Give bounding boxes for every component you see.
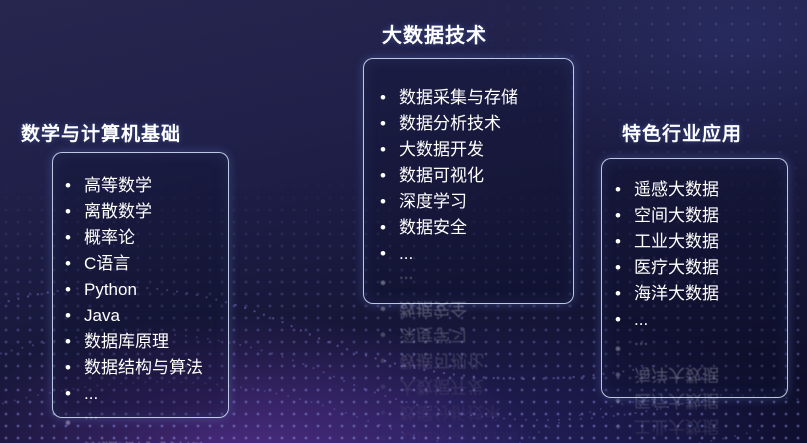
course-list-bigdata-technology: 数据采集与存储数据分析技术大数据开发数据可视化深度学习数据安全... — [378, 85, 565, 267]
course-list-math-cs-foundation: 高等数学离散数学概率论C语言PythonJava数据库原理数据结构与算法... — [63, 173, 220, 407]
course-list-industry-applications: 遥感大数据空间大数据工业大数据医疗大数据海洋大数据... — [613, 177, 779, 333]
list-item: 工业大数据 — [613, 229, 779, 255]
list-item: 空间大数据 — [613, 439, 779, 443]
panel-bigdata-technology: 大数据技术 数据采集与存储数据分析技术大数据开发数据可视化深度学习数据安全...… — [363, 25, 574, 443]
list-item: C语言 — [63, 251, 220, 277]
list-item: 数据安全 — [378, 295, 565, 321]
list-item: 深度学习 — [378, 189, 565, 215]
list-item: 遥感大数据 — [613, 177, 779, 203]
list-item: 数据采集与存储 — [378, 425, 565, 443]
column-title-bigdata-technology: 大数据技术 — [382, 25, 487, 47]
list-item: ... — [613, 335, 779, 361]
list-item: 数据分析技术 — [378, 399, 565, 425]
list-item: 高等数学 — [63, 173, 220, 199]
list-item: 数据可视化 — [378, 347, 565, 373]
list-item: ... — [378, 241, 565, 267]
list-item: 数据安全 — [378, 215, 565, 241]
course-list-reflection: 数据采集与存储数据分析技术大数据开发数据可视化深度学习数据安全... — [378, 269, 565, 443]
list-item: ... — [378, 269, 565, 295]
list-item: Java — [63, 303, 220, 329]
course-list-reflection: 遥感大数据空间大数据工业大数据医疗大数据海洋大数据... — [613, 335, 779, 443]
list-item: 海洋大数据 — [613, 361, 779, 387]
list-item: 大数据开发 — [378, 137, 565, 163]
column-title-math-cs-foundation: 数学与计算机基础 — [21, 124, 182, 145]
list-item: 海洋大数据 — [613, 281, 779, 307]
course-list-reflection: 高等数学离散数学概率论C语言PythonJava数据库原理数据结构与算法... — [63, 409, 220, 443]
column-title-industry-applications: 特色行业应用 — [622, 124, 743, 145]
list-item: 医疗大数据 — [613, 387, 779, 413]
panel-industry-applications: 特色行业应用 遥感大数据空间大数据工业大数据医疗大数据海洋大数据... 遥感大数… — [601, 124, 788, 436]
list-item: 数据采集与存储 — [378, 85, 565, 111]
list-item: 工业大数据 — [613, 413, 779, 439]
list-item: 数据结构与算法 — [63, 355, 220, 381]
list-item: 数据分析技术 — [378, 111, 565, 137]
list-item: ... — [63, 381, 220, 407]
list-item: 空间大数据 — [613, 203, 779, 229]
list-item: Python — [63, 277, 220, 303]
list-item: 离散数学 — [63, 199, 220, 225]
list-item: ... — [63, 409, 220, 435]
list-item: 数据可视化 — [378, 163, 565, 189]
panel-math-cs-foundation: 数学与计算机基础 高等数学离散数学概率论C语言PythonJava数据库原理数据… — [21, 124, 229, 443]
list-item: 数据库原理 — [63, 329, 220, 355]
list-item: 数据结构与算法 — [63, 435, 220, 443]
list-item: 深度学习 — [378, 321, 565, 347]
list-item: 概率论 — [63, 225, 220, 251]
list-item: 医疗大数据 — [613, 255, 779, 281]
list-item: 大数据开发 — [378, 373, 565, 399]
list-item: ... — [613, 307, 779, 333]
